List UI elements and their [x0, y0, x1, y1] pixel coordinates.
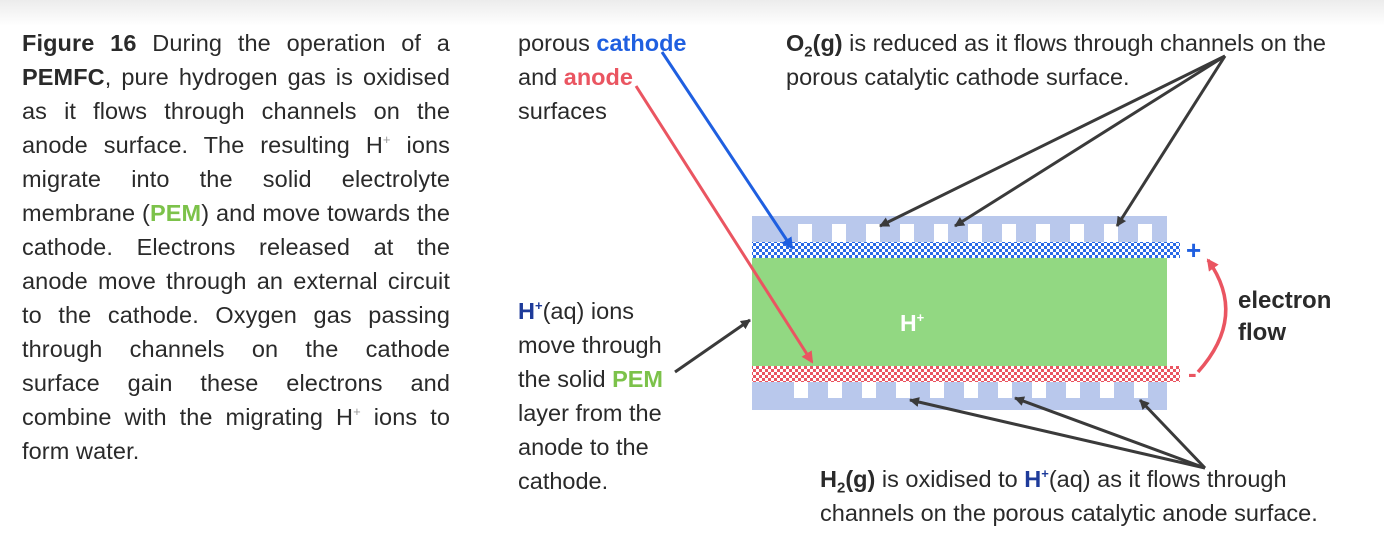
surfaces-label: porous cathode and anode surfaces	[518, 26, 687, 128]
hion-symbol: H	[1024, 466, 1042, 492]
caption-text: ions to form water.	[22, 404, 450, 464]
hion-arrow	[674, 318, 751, 374]
caption-text: During the operation of a	[136, 30, 450, 56]
caption-text: ions migrate into the solid electrolyte …	[22, 132, 451, 226]
superscript: +	[1041, 466, 1049, 481]
label-text: (aq) as it flows through	[1048, 466, 1287, 492]
anode-word: anode	[563, 64, 633, 90]
negative-terminal: -	[1188, 358, 1197, 388]
caption-text: ) and move towards the cathode. Electron…	[22, 200, 450, 430]
label-text: is reduced as it flows through channels …	[842, 30, 1326, 56]
label-text: move through	[518, 332, 662, 358]
anode-pointer-arrow	[634, 85, 814, 364]
h2-subscript: 2	[836, 479, 846, 497]
cathode-channels	[798, 224, 1152, 242]
label-text: (aq) ions	[542, 298, 635, 324]
ion-symbol: H	[900, 310, 917, 336]
label-text: channels on the porous catalytic anode s…	[820, 500, 1318, 526]
cathode-layer	[752, 242, 1180, 258]
label-text: electron	[1238, 287, 1332, 314]
label-text: flow	[1238, 319, 1286, 346]
superscript: +	[382, 132, 391, 147]
pem-membrane	[752, 258, 1167, 366]
figure-number: Figure 16	[22, 30, 137, 56]
o2-state: (g)	[812, 30, 843, 56]
h2-arrows	[909, 396, 1207, 470]
cathode-word: cathode	[596, 30, 687, 56]
label-text: anode to the	[518, 434, 649, 460]
label-text: and	[518, 64, 564, 90]
membrane-ion-label: H+	[900, 310, 924, 337]
pem-term: PEM	[149, 200, 202, 226]
electron-flow-label: electron flow	[1238, 285, 1331, 349]
anode-layer	[752, 366, 1180, 382]
cathode-pointer-arrow	[660, 51, 794, 250]
electron-flow-arrow	[1196, 258, 1228, 374]
o2-formula: O	[786, 30, 805, 56]
superscript: +	[916, 310, 925, 325]
label-text: is oxidised to	[875, 466, 1025, 492]
pemfc-term: PEMFC	[22, 64, 105, 90]
hion-label: H+(aq) ions move through the solid PEM laye…	[518, 294, 663, 498]
background-fade	[0, 0, 1384, 26]
positive-terminal: +	[1186, 235, 1202, 265]
o2-subscript: 2	[804, 43, 813, 61]
h2-formula: H	[820, 466, 837, 492]
figure-caption: Figure 16 During the operation of a PEMF…	[22, 26, 450, 468]
label-text: surfaces	[518, 98, 607, 124]
label-text: porous	[518, 30, 597, 56]
pem-word: PEM	[612, 366, 663, 392]
label-text: layer from the	[518, 400, 662, 426]
superscript: +	[534, 298, 543, 313]
anode-channels	[794, 382, 1148, 398]
h2-label: H2(g) is oxidised to H+(aq) as it flows …	[820, 462, 1318, 530]
label-text: cathode.	[518, 468, 609, 494]
anode-plate	[752, 382, 1167, 410]
h2-state: (g)	[845, 466, 876, 492]
superscript: +	[353, 404, 361, 419]
o2-arrows	[879, 54, 1227, 228]
label-text: porous catalytic cathode surface.	[786, 64, 1130, 90]
caption-text: , pure hydrogen gas is oxidised as it fl…	[22, 64, 450, 158]
o2-label: O2(g) is reduced as it flows through cha…	[786, 26, 1326, 94]
label-text: the solid	[518, 366, 613, 392]
hion-symbol: H	[518, 298, 535, 324]
